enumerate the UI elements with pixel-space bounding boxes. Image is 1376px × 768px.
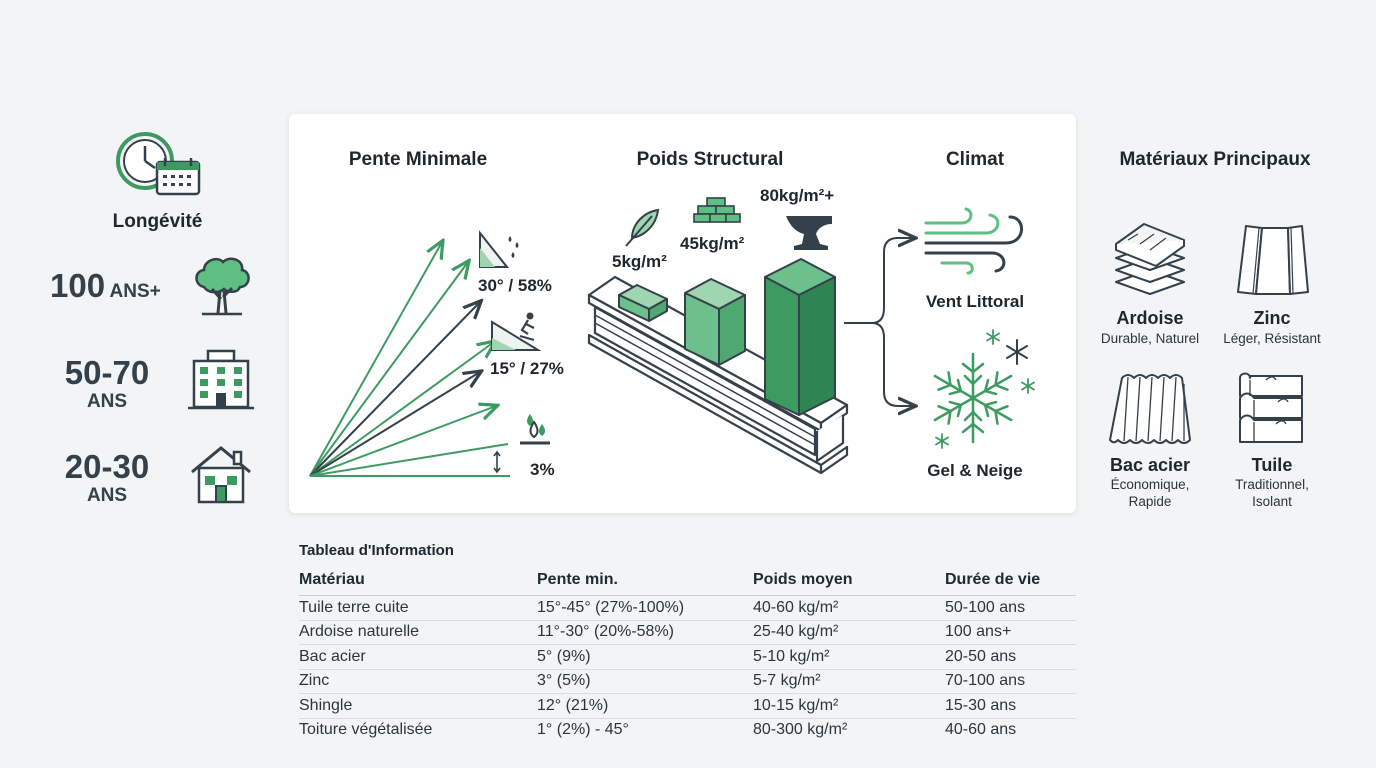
zinc-sheet-icon [1237, 225, 1309, 295]
material-desc: Économique, Rapide [1085, 476, 1215, 510]
table-header: Matériau [299, 570, 537, 596]
slope-rain-icon [479, 230, 519, 268]
climate-label-frost: Gel & Neige [927, 461, 1023, 480]
climate-branch-arrows [844, 228, 922, 418]
weight-label-80: 80kg/m²+ [760, 186, 835, 205]
table-header-row: Matériau Pente min. Poids moyen Durée de… [299, 570, 1076, 596]
table-cell: Zinc [299, 669, 537, 694]
longevity-value: 50-70 [64, 354, 150, 391]
table-row: Toiture végétalisée 1° (2%) - 45° 80-300… [299, 718, 1076, 742]
clock-calendar-icon [116, 132, 201, 196]
slope-label-15: 15° / 27% [490, 359, 564, 378]
slope-skier-icon [491, 312, 542, 351]
table-cell: 3° (5%) [537, 669, 753, 694]
material-name: Ardoise [1116, 308, 1184, 328]
material-name: Zinc [1253, 308, 1291, 328]
table-cell: 50-100 ans [945, 595, 1076, 621]
material-desc-line: Rapide [1128, 494, 1172, 509]
longevity-100: 100 ANS+ [50, 269, 190, 303]
house-icon [191, 446, 251, 504]
material-name: Tuile [1251, 455, 1293, 475]
longevity-title: Longévité [112, 211, 203, 232]
feather-icon [625, 208, 660, 247]
snowflake-icon [933, 329, 1035, 449]
weight-beam-diagram [587, 258, 849, 475]
climate-title: Climat [945, 149, 1005, 170]
weight-label-5: 5kg/m² [612, 252, 667, 271]
table-cell: 5° (9%) [537, 644, 753, 670]
longevity-unit: ANS+ [109, 281, 161, 302]
table-cell: 15°-45° (27%-100%) [537, 595, 753, 621]
table-cell: 70-100 ans [945, 669, 1076, 694]
bricks-icon [693, 197, 741, 223]
weight-title: Poids Structural [636, 149, 784, 170]
material-desc: Léger, Résistant [1223, 331, 1321, 346]
roof-tile-icon [1239, 372, 1303, 443]
table-cell: 11°-30° (20%-58%) [537, 620, 753, 645]
table-row: Bac acier 5° (9%) 5-10 kg/m² 20-50 ans [299, 644, 1076, 670]
table-row: Zinc 3° (5%) 5-7 kg/m² 70-100 ans [299, 669, 1076, 694]
wind-icon [924, 207, 1023, 275]
material-desc-line: Économique, [1110, 477, 1190, 492]
material-desc: Traditionnel, Isolant [1207, 476, 1337, 510]
climate-label-wind: Vent Littoral [925, 292, 1025, 311]
table-cell: 5-10 kg/m² [753, 644, 945, 670]
slope-label-3: 3% [530, 460, 555, 479]
longevity-50-70: 50-70 ANS [52, 356, 162, 413]
weight-label-45: 45kg/m² [680, 234, 745, 253]
longevity-value: 100 [50, 267, 106, 304]
longevity-unit: ANS [86, 391, 128, 412]
corrugated-steel-icon [1109, 374, 1191, 444]
table-cell: 80-300 kg/m² [753, 721, 848, 739]
table-cell: 40-60 ans [945, 721, 1017, 739]
table-cell: 1° (2%) - 45° [537, 721, 629, 739]
material-desc-line: Isolant [1252, 494, 1292, 509]
table-cell: 100 ans+ [945, 620, 1076, 645]
slope-title: Pente Minimale [348, 149, 488, 170]
longevity-20-30: 20-30 ANS [52, 450, 162, 507]
table-title: Tableau d'Information [299, 542, 454, 559]
table-cell: Ardoise naturelle [299, 620, 537, 645]
slope-drops-icon [493, 414, 550, 474]
table-row: Ardoise naturelle 11°-30° (20%-58%) 25-4… [299, 620, 1076, 645]
table-header: Durée de vie [945, 570, 1076, 596]
table-cell: Toiture végétalisée [299, 721, 433, 739]
table-cell: 40-60 kg/m² [753, 595, 945, 621]
table-header: Poids moyen [753, 570, 945, 596]
table-cell: Bac acier [299, 644, 537, 670]
table-row: Shingle 12° (21%) 10-15 kg/m² 15-30 ans [299, 693, 1076, 719]
table-cell: 20-50 ans [945, 644, 1076, 670]
table-cell: 25-40 kg/m² [753, 620, 945, 645]
longevity-value: 20-30 [64, 448, 150, 485]
slate-stack-icon [1115, 223, 1185, 295]
material-name: Bac acier [1109, 455, 1191, 475]
slope-label-30: 30° / 58% [478, 276, 552, 295]
tree-icon [195, 257, 250, 316]
material-desc-line: Traditionnel, [1235, 477, 1309, 492]
table-header: Pente min. [537, 570, 753, 596]
material-desc: Durable, Naturel [1100, 331, 1200, 346]
slope-rays [309, 230, 510, 477]
anvil-icon [786, 216, 832, 250]
materials-title: Matériaux Principaux [1119, 149, 1311, 170]
table-row: Tuile terre cuite 15°-45° (27%-100%) 40-… [299, 595, 1076, 621]
table-cell: 5-7 kg/m² [753, 669, 945, 694]
table-cell: Tuile terre cuite [299, 595, 537, 621]
table-cell: 12° (21%) [537, 693, 753, 719]
table-cell: 10-15 kg/m² [753, 693, 945, 719]
longevity-unit: ANS [86, 485, 128, 506]
table-cell: 15-30 ans [945, 693, 1076, 719]
table-cell: Shingle [299, 693, 537, 719]
building-icon [188, 349, 254, 410]
info-table: Matériau Pente min. Poids moyen Durée de… [299, 570, 1076, 742]
